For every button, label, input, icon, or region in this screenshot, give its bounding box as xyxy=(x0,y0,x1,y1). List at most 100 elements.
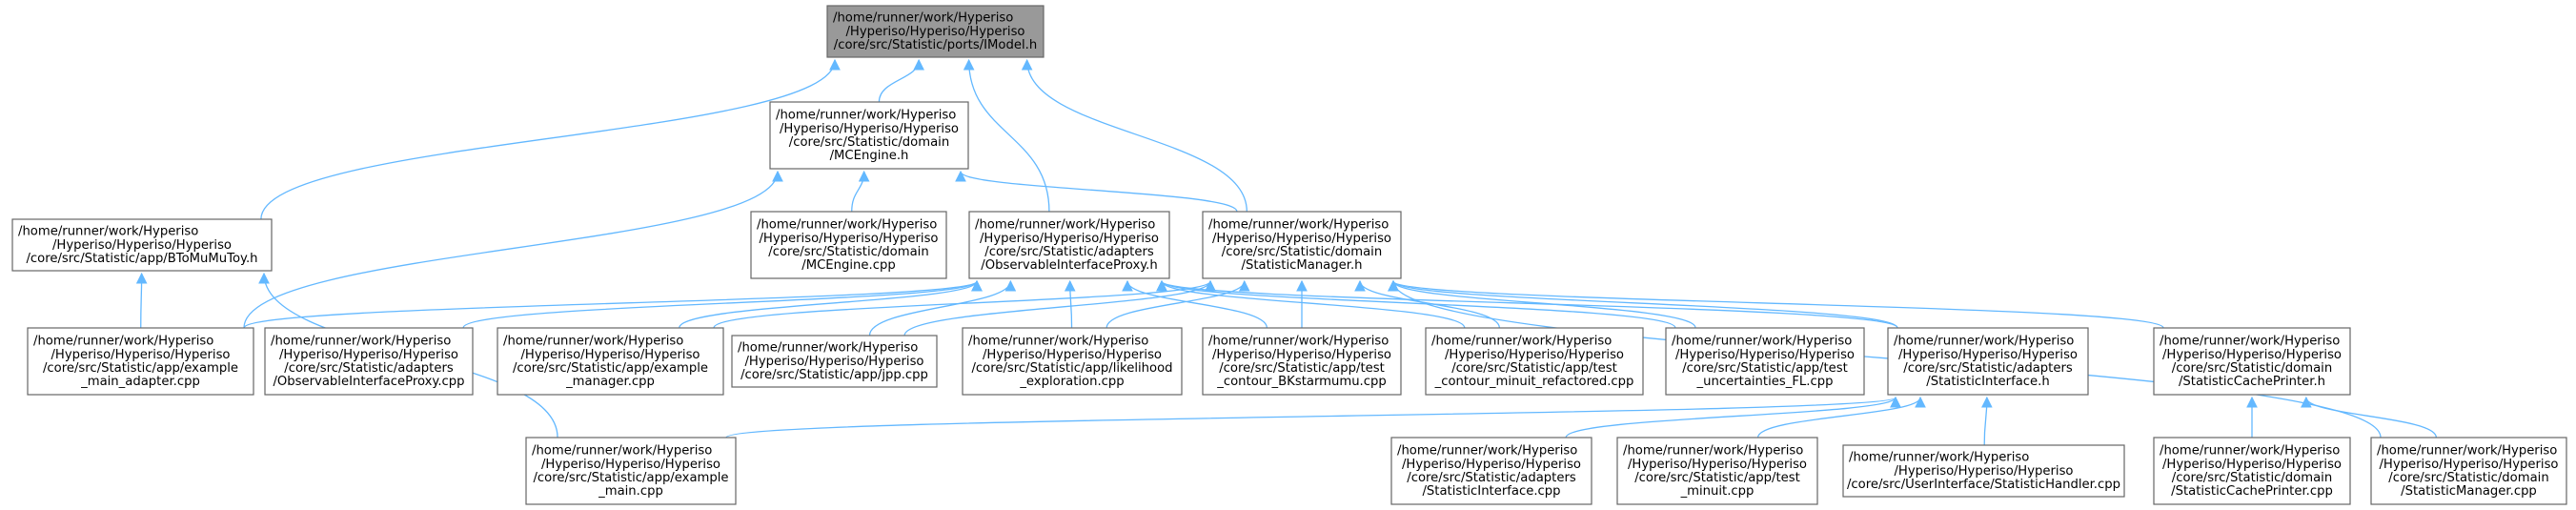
node-label-line: /Hyperiso/Hyperiso/Hyperiso xyxy=(1212,348,1391,362)
node-label-line: /core/src/Statistic/app/example xyxy=(43,361,238,376)
node-label-line: /home/runner/work/Hyperiso xyxy=(833,11,1013,26)
node-label-line: /StatisticManager.cpp xyxy=(2401,484,2537,499)
node-label-line: /core/src/Statistic/app/likelihood xyxy=(971,361,1172,376)
node-label-line: /home/runner/work/Hyperiso xyxy=(33,335,213,349)
node-box xyxy=(962,327,1183,396)
node-statmanager_h[interactable]: /home/runner/work/Hyperiso/Hyperiso/Hype… xyxy=(1202,211,1402,279)
node-label-line: /StatisticManager.h xyxy=(1242,258,1363,273)
edge-test_minuit-to-statiface_h xyxy=(1756,396,1926,439)
node-box xyxy=(2153,327,2351,396)
node-statiface_cpp[interactable]: /home/runner/work/Hyperiso/Hyperiso/Hype… xyxy=(1390,437,1592,505)
node-label-line: /ObservableInterfaceProxy.h xyxy=(981,258,1157,273)
node-cacheprinter_h[interactable]: /home/runner/work/Hyperiso/Hyperiso/Hype… xyxy=(2153,327,2351,396)
node-label-line: /home/runner/work/Hyperiso xyxy=(271,335,451,349)
node-box xyxy=(1616,437,1818,505)
node-label-line: _contour_minuit_refactored.cpp xyxy=(1434,375,1634,389)
node-obsproxy_cpp[interactable]: /home/runner/work/Hyperiso/Hyperiso/Hype… xyxy=(264,327,474,396)
edge-layer xyxy=(135,58,2438,446)
node-mcengine_cpp[interactable]: /home/runner/work/Hyperiso/Hyperiso/Hype… xyxy=(750,211,947,279)
node-label-line: /home/runner/work/Hyperiso xyxy=(1431,335,1612,349)
node-box xyxy=(1202,211,1402,279)
node-box xyxy=(1390,437,1592,505)
node-label-line: /core/src/Statistic/app/test xyxy=(1634,471,1800,485)
edge-statmanager_h-to-mcengine_h xyxy=(955,170,1238,213)
node-label-line: /home/runner/work/Hyperiso xyxy=(757,218,937,233)
node-label-line: /core/src/Statistic/ports/IModel.h xyxy=(834,38,1037,52)
node-label-line: _minuit.cpp xyxy=(1680,484,1755,499)
node-test_minuit[interactable]: /home/runner/work/Hyperiso/Hyperiso/Hype… xyxy=(1616,437,1818,505)
node-contour_minuit[interactable]: /home/runner/work/Hyperiso/Hyperiso/Hype… xyxy=(1425,327,1644,396)
edge-uncert-to-statmanager_h xyxy=(1388,279,1696,329)
node-label-line: /Hyperiso/Hyperiso/Hyperiso xyxy=(983,348,1162,362)
node-label-line: /Hyperiso/Hyperiso/Hyperiso xyxy=(744,355,923,369)
node-example_main_adapter[interactable]: /home/runner/work/Hyperiso/Hyperiso/Hype… xyxy=(27,327,254,396)
node-label-line: /Hyperiso/Hyperiso/Hyperiso xyxy=(2162,348,2342,362)
edge-statmanager_h-to-imodel xyxy=(1021,58,1247,213)
edge-jpp-to-obsproxy_h xyxy=(868,279,1017,337)
node-label-line: /core/src/Statistic/app/BToMuMuToy.h xyxy=(26,252,257,266)
node-obsproxy_h[interactable]: /home/runner/work/Hyperiso/Hyperiso/Hype… xyxy=(968,211,1170,279)
node-mcengine_h[interactable]: /home/runner/work/Hyperiso/Hyperiso/Hype… xyxy=(769,101,969,170)
edge-example_manager-to-statmanager_h xyxy=(713,279,1216,329)
node-box xyxy=(2370,437,2567,505)
node-label-line: /Hyperiso/Hyperiso/Hyperiso xyxy=(1675,348,1855,362)
edge-likelihood-to-obsproxy_h xyxy=(1064,279,1076,329)
edge-mcengine_cpp-to-mcengine_h xyxy=(851,170,870,213)
node-btomumutoy[interactable]: /home/runner/work/Hyperiso/Hyperiso/Hype… xyxy=(11,218,273,272)
node-label-line: /StatisticCachePrinter.h xyxy=(2179,375,2325,389)
node-cacheprinter_cpp[interactable]: /home/runner/work/Hyperiso/Hyperiso/Hype… xyxy=(2153,437,2351,505)
node-label-line: /home/runner/work/Hyperiso xyxy=(18,225,198,239)
edge-stathandler-to-statiface_h xyxy=(1981,396,1993,446)
edge-likelihood-to-statmanager_h xyxy=(1105,279,1250,329)
edge-cacheprinter_h-to-statmanager_h xyxy=(1388,279,2164,329)
edge-statiface_h-to-obsproxy_h xyxy=(1156,279,1898,329)
edge-obsproxy_h-to-imodel xyxy=(963,58,1050,213)
edge-mcengine_h-to-imodel xyxy=(878,58,924,103)
edge-statiface_h-to-statmanager_h xyxy=(1388,279,1898,329)
node-box xyxy=(1842,444,2125,498)
node-stathandler[interactable]: /home/runner/work/Hyperiso/Hyperiso/Hype… xyxy=(1842,444,2125,498)
node-label-line: _contour_BKstarmumu.cpp xyxy=(1216,375,1386,389)
node-label-line: _main_adapter.cpp xyxy=(80,375,200,389)
node-example_main[interactable]: /home/runner/work/Hyperiso/Hyperiso/Hype… xyxy=(525,437,737,505)
node-label-line: /Hyperiso/Hyperiso/Hyperiso xyxy=(1445,348,1624,362)
node-label-line: /Hyperiso/Hyperiso/Hyperiso xyxy=(1402,458,1581,472)
node-label-line: /home/runner/work/Hyperiso xyxy=(2160,444,2340,459)
edge-contour_minuit-to-statmanager_h xyxy=(1354,279,1501,329)
node-label-line: /home/runner/work/Hyperiso xyxy=(738,341,918,356)
node-contour_bk[interactable]: /home/runner/work/Hyperiso/Hyperiso/Hype… xyxy=(1202,327,1402,396)
node-label-line: /home/runner/work/Hyperiso xyxy=(1672,335,1852,349)
node-statmanager_cpp[interactable]: /home/runner/work/Hyperiso/Hyperiso/Hype… xyxy=(2370,437,2567,505)
node-label-line: /Hyperiso/Hyperiso/Hyperiso xyxy=(1898,348,2078,362)
node-label-line: /core/src/Statistic/adapters xyxy=(984,245,1154,259)
node-label-line: /core/src/Statistic/app/test xyxy=(1451,361,1617,376)
node-box xyxy=(1425,327,1644,396)
node-label-line: /MCEngine.h xyxy=(830,149,909,163)
node-label-line: /Hyperiso/Hyperiso/Hyperiso xyxy=(520,348,700,362)
node-label-line: /core/src/Statistic/app/jpp.cpp xyxy=(740,368,928,382)
node-label-line: /home/runner/work/Hyperiso xyxy=(532,444,712,459)
node-label-line: /StatisticInterface.h xyxy=(1926,375,2049,389)
edge-jpp-to-statmanager_h xyxy=(903,279,1216,337)
edge-example_main_adapter-to-btomumutoy xyxy=(135,272,148,329)
edge-contour_minuit-to-obsproxy_h xyxy=(1156,279,1466,329)
node-label-line: /core/src/Statistic/app/test xyxy=(1219,361,1385,376)
node-statiface_h[interactable]: /home/runner/work/Hyperiso/Hyperiso/Hype… xyxy=(1887,327,2089,396)
node-likelihood[interactable]: /home/runner/work/Hyperiso/Hyperiso/Hype… xyxy=(962,327,1183,396)
node-label-line: /core/src/Statistic/domain xyxy=(2172,361,2332,376)
node-label-line: /Hyperiso/Hyperiso/Hyperiso xyxy=(2379,458,2558,472)
node-label-line: /home/runner/work/Hyperiso xyxy=(975,218,1155,233)
node-example_manager[interactable]: /home/runner/work/Hyperiso/Hyperiso/Hype… xyxy=(497,327,724,396)
node-box xyxy=(731,335,938,388)
node-layer: /home/runner/work/Hyperiso/Hyperiso/Hype… xyxy=(11,5,2567,505)
node-jpp[interactable]: /home/runner/work/Hyperiso/Hyperiso/Hype… xyxy=(731,335,938,388)
edge-example_main-to-statiface_h xyxy=(725,396,1901,439)
node-label-line: /Hyperiso/Hyperiso/Hyperiso xyxy=(279,348,458,362)
node-label-line: /StatisticCachePrinter.cpp xyxy=(2171,484,2333,499)
node-uncert[interactable]: /home/runner/work/Hyperiso/Hyperiso/Hype… xyxy=(1665,327,1865,396)
node-box xyxy=(1887,327,2089,396)
node-box xyxy=(968,211,1170,279)
edge-example_main_adapter-to-obsproxy_h xyxy=(243,279,983,329)
node-label-line: /MCEngine.cpp xyxy=(801,258,895,273)
node-label-line: /Hyperiso/Hyperiso/Hyperiso xyxy=(759,232,938,246)
